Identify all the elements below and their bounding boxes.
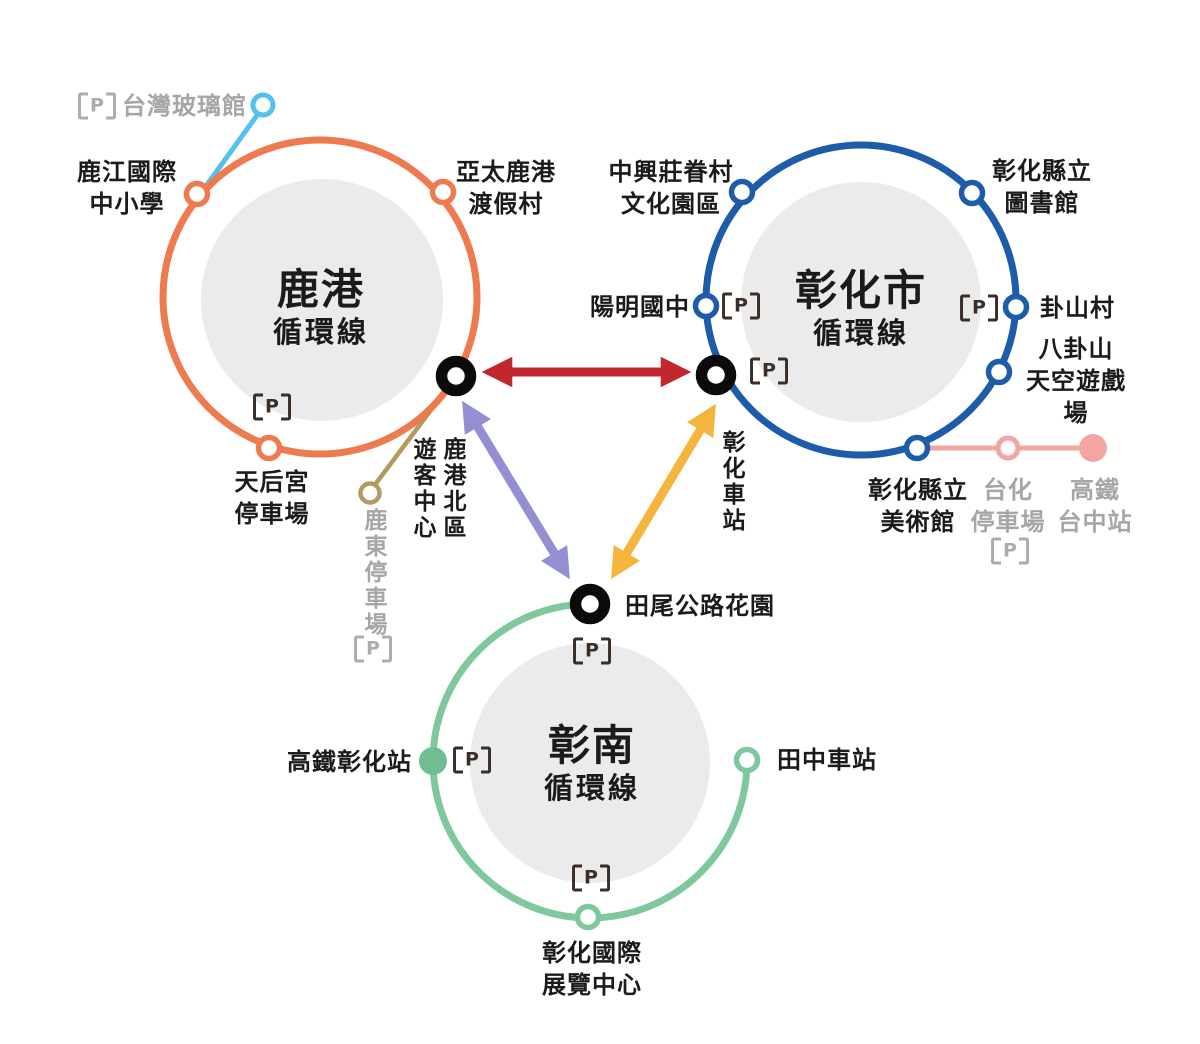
transfer-marker-changhua-train-station: [695, 354, 737, 396]
station-marker-asia-pacific-lukang-resort: [429, 178, 457, 206]
loop-title-changhua-city: 彰化市 循環線: [795, 267, 927, 351]
parking-icon: P: [573, 637, 611, 665]
bracket-left: [253, 393, 264, 421]
station-marker-ludong-parking: [358, 481, 382, 505]
station-label-hsr-changhua: 高鐵彰化站: [287, 748, 412, 776]
station-marker-county-art-museum: [903, 434, 931, 462]
bracket-right: [381, 635, 392, 663]
station-marker-hsr-taichung: [1079, 434, 1107, 462]
bracket-right: [600, 637, 611, 665]
station-label-county-library: 彰化縣立 圖書館: [992, 157, 1092, 217]
parking-icon: P: [453, 746, 491, 774]
bracket-left: [78, 92, 89, 120]
bracket-right: [280, 393, 291, 421]
station-label-tianwei-highway-garden: 田尾公路花園: [625, 592, 775, 620]
bracket-left: [750, 357, 761, 385]
parking-letter: P: [265, 395, 279, 418]
station-label-asia-pacific-lukang-resort: 亞太鹿港 渡假村: [456, 158, 556, 218]
parking-icon: P: [991, 537, 1029, 565]
loop-name: 彰化市: [794, 266, 928, 315]
loop-name: 鹿港: [276, 265, 366, 314]
station-label-tianhou-temple-parking: 天后宮 停車場: [234, 468, 310, 528]
changnan-loop-arc: [429, 600, 751, 922]
station-label-yangming-junior-high: 陽明國中: [590, 293, 690, 321]
bracket-left: [453, 746, 464, 774]
parking-letter: P: [734, 294, 748, 317]
glass-museum-connector-line: [203, 112, 261, 188]
parking-icon: P: [960, 294, 998, 322]
parking-letter: P: [585, 639, 599, 662]
bracket-right: [987, 294, 998, 322]
station-label-taiwan-glass-museum: 台灣玻璃館: [122, 92, 247, 120]
station-marker-hsr-changhua: [419, 747, 447, 775]
lukang-loop-ring: [159, 136, 481, 458]
bracket-left: [991, 537, 1002, 565]
station-marker-yangming-junior-high: [692, 292, 720, 320]
parking-icon: P: [253, 393, 291, 421]
bracket-right: [777, 357, 788, 385]
station-marker-intl-expo-center: [574, 903, 602, 931]
station-label-lujiang-intl-school: 鹿江國際 中小學: [77, 158, 177, 218]
bracket-left: [354, 635, 365, 663]
station-marker-county-library: [958, 179, 986, 207]
loop-title-lukang: 鹿港 循環線: [273, 266, 369, 350]
station-label-changhua-train-station: 彰化車站: [718, 430, 744, 534]
lukang-loop-inner-disc: [201, 179, 443, 421]
station-label-ludong-parking: 鹿東停車場: [360, 508, 386, 638]
station-label-guashan-village: 卦山村: [1040, 294, 1115, 322]
bracket-right: [105, 92, 116, 120]
station-label-lukang-north-visitor-center: 鹿港北區 遊客中心: [409, 437, 465, 541]
bracket-right: [480, 746, 491, 774]
bracket-right: [749, 292, 760, 320]
parking-letter: P: [465, 748, 479, 771]
bracket-left: [960, 294, 971, 322]
loop-name: 彰南: [547, 721, 637, 770]
station-marker-taiwan-glass-museum: [250, 92, 276, 118]
parking-icon: P: [722, 292, 760, 320]
bracket-left: [573, 637, 584, 665]
changnan-loop-inner-disc: [470, 643, 710, 883]
bracket-right: [1018, 537, 1029, 565]
station-label-county-art-museum: 彰化縣立 美術館: [868, 476, 968, 536]
station-label-zhongxing-village: 中興莊眷村 文化園區: [608, 158, 734, 218]
station-marker-taihua-parking: [995, 435, 1021, 461]
parking-letter: P: [90, 94, 104, 117]
parking-icon: P: [750, 357, 788, 385]
parking-icon: P: [354, 635, 392, 663]
parking-icon: P: [572, 864, 610, 892]
station-marker-bagua-sky-playground: [985, 358, 1013, 386]
parking-letter: P: [1003, 539, 1017, 562]
parking-letter: P: [366, 637, 380, 660]
loop-subtitle: 循環線: [812, 316, 910, 350]
station-marker-zhongxing-village: [728, 178, 756, 206]
parking-icon: P: [78, 92, 116, 120]
station-label-bagua-sky-playground: 八卦山 天空遊戲場: [1026, 335, 1126, 427]
bracket-left: [722, 292, 733, 320]
bracket-right: [599, 864, 610, 892]
station-label-intl-expo-center: 彰化國際 展覽中心: [542, 939, 642, 999]
loop-subtitle: 循環線: [272, 315, 370, 349]
parking-letter: P: [972, 296, 986, 319]
loop-subtitle: 循環線: [543, 771, 641, 805]
parking-letter: P: [762, 359, 776, 382]
station-marker-guashan-village: [1002, 293, 1030, 321]
transfer-marker-tianwei-highway-garden: [569, 583, 611, 625]
station-marker-tianzhong-station: [733, 746, 761, 774]
loop-title-changnan: 彰南 循環線: [544, 722, 640, 806]
station-marker-tianhou-temple-parking: [255, 434, 283, 462]
yellow-transfer-arrow: [611, 403, 716, 580]
station-label-tianzhong-station: 田中車站: [777, 746, 877, 774]
station-marker-lujiang-intl-school: [183, 180, 211, 208]
changhua-city-loop-inner-disc: [741, 182, 981, 422]
station-label-taihua-parking: 台化 停車場: [970, 476, 1046, 536]
station-label-hsr-taichung: 高鐵 台中站: [1057, 476, 1133, 536]
bracket-left: [572, 864, 583, 892]
transfer-marker-lukang-north-visitor-center: [435, 355, 477, 397]
parking-letter: P: [584, 866, 598, 889]
purple-transfer-arrow: [462, 400, 570, 580]
